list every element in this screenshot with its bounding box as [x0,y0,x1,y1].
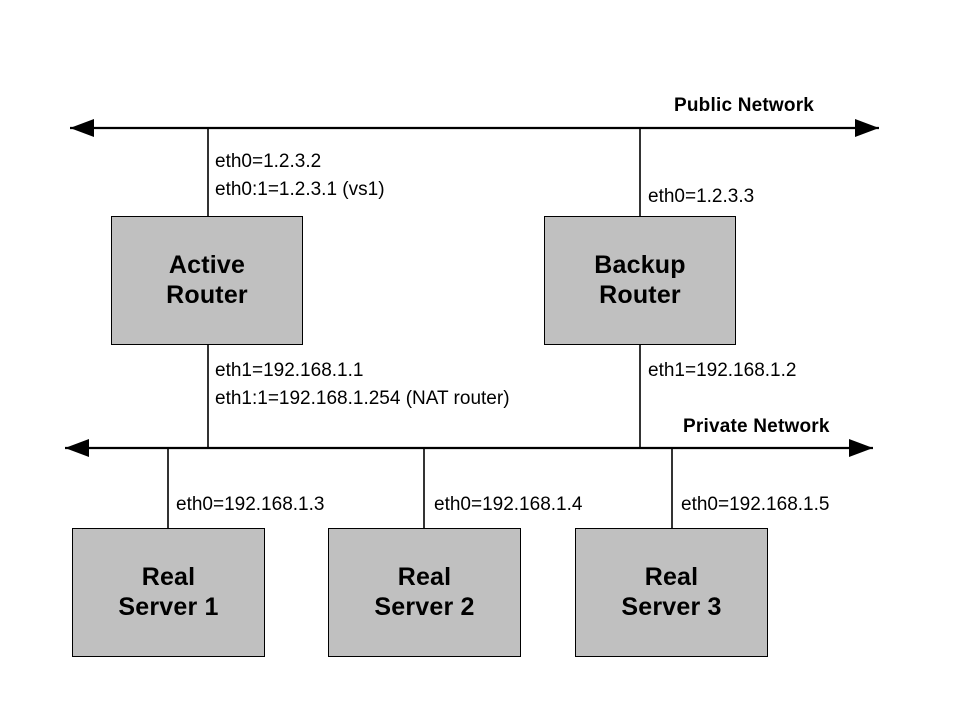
iface-real-server-3-eth0: eth0=192.168.1.5 [681,494,830,515]
iface-active-eth1: eth1=192.168.1.1 [215,360,364,381]
node-active-router-line1: Active [168,251,246,279]
node-real-server-2-line1: Real [397,563,452,591]
private-network-bus [65,439,873,457]
node-backup-router[interactable]: Backup Router [544,216,736,345]
private-network-label: Private Network [683,416,830,437]
iface-active-eth0: eth0=1.2.3.2 [215,151,322,172]
node-real-server-3-line2: Server 3 [621,592,722,621]
node-real-server-1[interactable]: Real Server 1 [72,528,265,657]
node-active-router[interactable]: Active Router [111,216,303,345]
node-backup-router-line1: Backup [594,251,686,279]
node-real-server-3-line1: Real [644,563,699,591]
iface-backup-eth1: eth1=192.168.1.2 [648,360,797,381]
node-real-server-3[interactable]: Real Server 3 [575,528,768,657]
node-backup-router-line2: Router [599,280,681,309]
public-network-bus [70,119,879,137]
iface-active-eth0-1-vip: eth0:1=1.2.3.1 (vs1) [215,179,385,200]
public-network-label: Public Network [674,95,815,116]
node-real-server-2[interactable]: Real Server 2 [328,528,521,657]
iface-real-server-2-eth0: eth0=192.168.1.4 [434,494,583,515]
iface-backup-eth0: eth0=1.2.3.3 [648,186,755,207]
node-real-server-1-line2: Server 1 [118,592,219,621]
iface-real-server-1-eth0: eth0=192.168.1.3 [176,494,325,515]
node-real-server-2-line2: Server 2 [374,592,475,621]
node-real-server-1-line1: Real [141,563,196,591]
node-active-router-line2: Router [166,280,248,309]
iface-active-eth1-1-nat: eth1:1=192.168.1.254 (NAT router) [215,388,510,409]
